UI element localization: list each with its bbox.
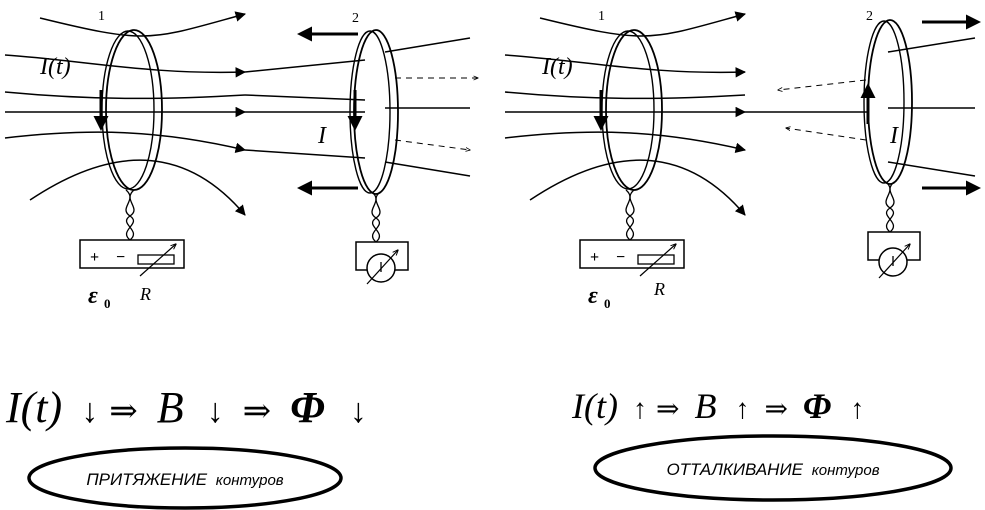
result-main-text: ОТТАЛКИВАНИЕ [666, 460, 803, 479]
left-galvanometer [355, 241, 409, 285]
right-result-badge: ОТТАЛКИВАНИЕ контуров [593, 434, 953, 502]
formula-flux: Φ [803, 386, 831, 426]
result-main-text: ПРИТЯЖЕНИЕ [86, 470, 207, 489]
right-source-circuit: + − ε 0 R [579, 239, 685, 311]
plus-sign: + [590, 249, 599, 266]
field-line [887, 37, 976, 53]
left-formula: I(t) ↓ ⇒ B ↓ ⇒ Φ ↓ [5, 383, 367, 432]
loop-number: 1 [598, 9, 605, 24]
emf-label: ε [588, 283, 598, 309]
formula-arrow: ↓ [81, 393, 98, 430]
formula-implies: ⇒ [656, 394, 679, 425]
left-twisted-leads [125, 189, 381, 243]
induced-current-label: I [889, 123, 899, 149]
formula-arrow: ↑ [633, 394, 647, 425]
field-line [244, 94, 366, 101]
loop-number: 1 [98, 9, 105, 24]
field-line [887, 161, 976, 177]
left-force-arrows [297, 26, 358, 196]
resistor-label: R [139, 284, 151, 304]
result-tail-text: контуров [812, 462, 880, 479]
field-line [384, 37, 471, 53]
rheostat-arrow [639, 244, 676, 277]
right-galvanometer [867, 231, 921, 279]
formula-arrow: ↑ [850, 394, 864, 425]
plus-sign: + [90, 249, 99, 266]
rheostat-arrow [139, 244, 176, 277]
left-loop-1: 1 I(t) [39, 9, 163, 191]
right-induced-dashed-lines [778, 79, 867, 141]
right-loop-1: 1 I(t) [541, 9, 663, 191]
formula-flux: Φ [290, 383, 325, 432]
formula-arrow: ↓ [207, 393, 224, 430]
formula-arrow: ↑ [735, 394, 749, 425]
dashed-field-line [786, 128, 867, 141]
loop-number: 2 [866, 9, 873, 24]
right-twisted-leads [625, 181, 895, 241]
field-line [244, 149, 366, 159]
dashed-field-line [394, 139, 470, 150]
source-current-label: I(t) [541, 54, 573, 80]
left-source-circuit: + − ε 0 R [79, 239, 185, 311]
left-loop-2: 2 I [317, 11, 399, 195]
variable-resistor [637, 254, 675, 265]
right-force-arrows [922, 14, 981, 196]
field-line [539, 11, 747, 37]
left-field-lines [4, 11, 471, 216]
emf-subscript: 0 [604, 296, 611, 311]
field-line [29, 159, 246, 216]
formula-current: I(t) [5, 383, 62, 432]
left-panel: 1 I(t) 2 I + − ε 0 R [4, 9, 478, 510]
variable-resistor [137, 254, 175, 265]
source-current-label: I(t) [39, 54, 71, 80]
dashed-field-line [778, 79, 867, 90]
formula-arrow: ↓ [350, 393, 367, 430]
induced-current-label: I [317, 123, 327, 149]
loop-number: 2 [352, 11, 359, 26]
left-result-badge: ПРИТЯЖЕНИЕ контуров [27, 446, 343, 510]
formula-current: I(t) [571, 386, 618, 426]
emf-label: ε [88, 283, 98, 309]
field-line [384, 161, 471, 177]
formula-implies: ⇒ [243, 393, 272, 430]
svg-text:ОТТАЛКИВАНИЕ контуров: ОТТАЛКИВАНИЕ контуров [666, 460, 879, 479]
field-line [244, 59, 366, 73]
right-field-lines [504, 11, 976, 216]
resistor-label: R [653, 279, 665, 299]
formula-field: B [157, 383, 184, 432]
field-line [4, 91, 246, 100]
field-line [504, 54, 747, 78]
field-line [504, 91, 746, 100]
right-loop-2: 2 I [860, 9, 913, 185]
right-formula: I(t) ↑ ⇒ B ↑ ⇒ Φ ↑ [571, 386, 864, 426]
field-line [4, 54, 247, 78]
formula-line: I(t) ↓ ⇒ B ↓ ⇒ Φ ↓ [5, 383, 367, 432]
formula-implies: ⇒ [109, 393, 138, 430]
result-tail-text: контуров [216, 472, 284, 489]
field-line [529, 159, 746, 216]
left-induced-dashed-lines [394, 78, 478, 150]
emf-subscript: 0 [104, 296, 111, 311]
right-panel: 1 I(t) 2 I + − ε 0 R [504, 9, 981, 502]
field-line [4, 131, 247, 153]
formula-field: B [694, 386, 716, 426]
formula-implies: ⇒ [764, 394, 787, 425]
formula-line: I(t) ↑ ⇒ B ↑ ⇒ Φ ↑ [571, 386, 864, 426]
field-line [504, 131, 747, 153]
svg-text:ПРИТЯЖЕНИЕ контуров: ПРИТЯЖЕНИЕ контуров [86, 470, 283, 489]
minus-sign: − [116, 249, 125, 266]
minus-sign: − [616, 249, 625, 266]
field-line [39, 11, 247, 37]
